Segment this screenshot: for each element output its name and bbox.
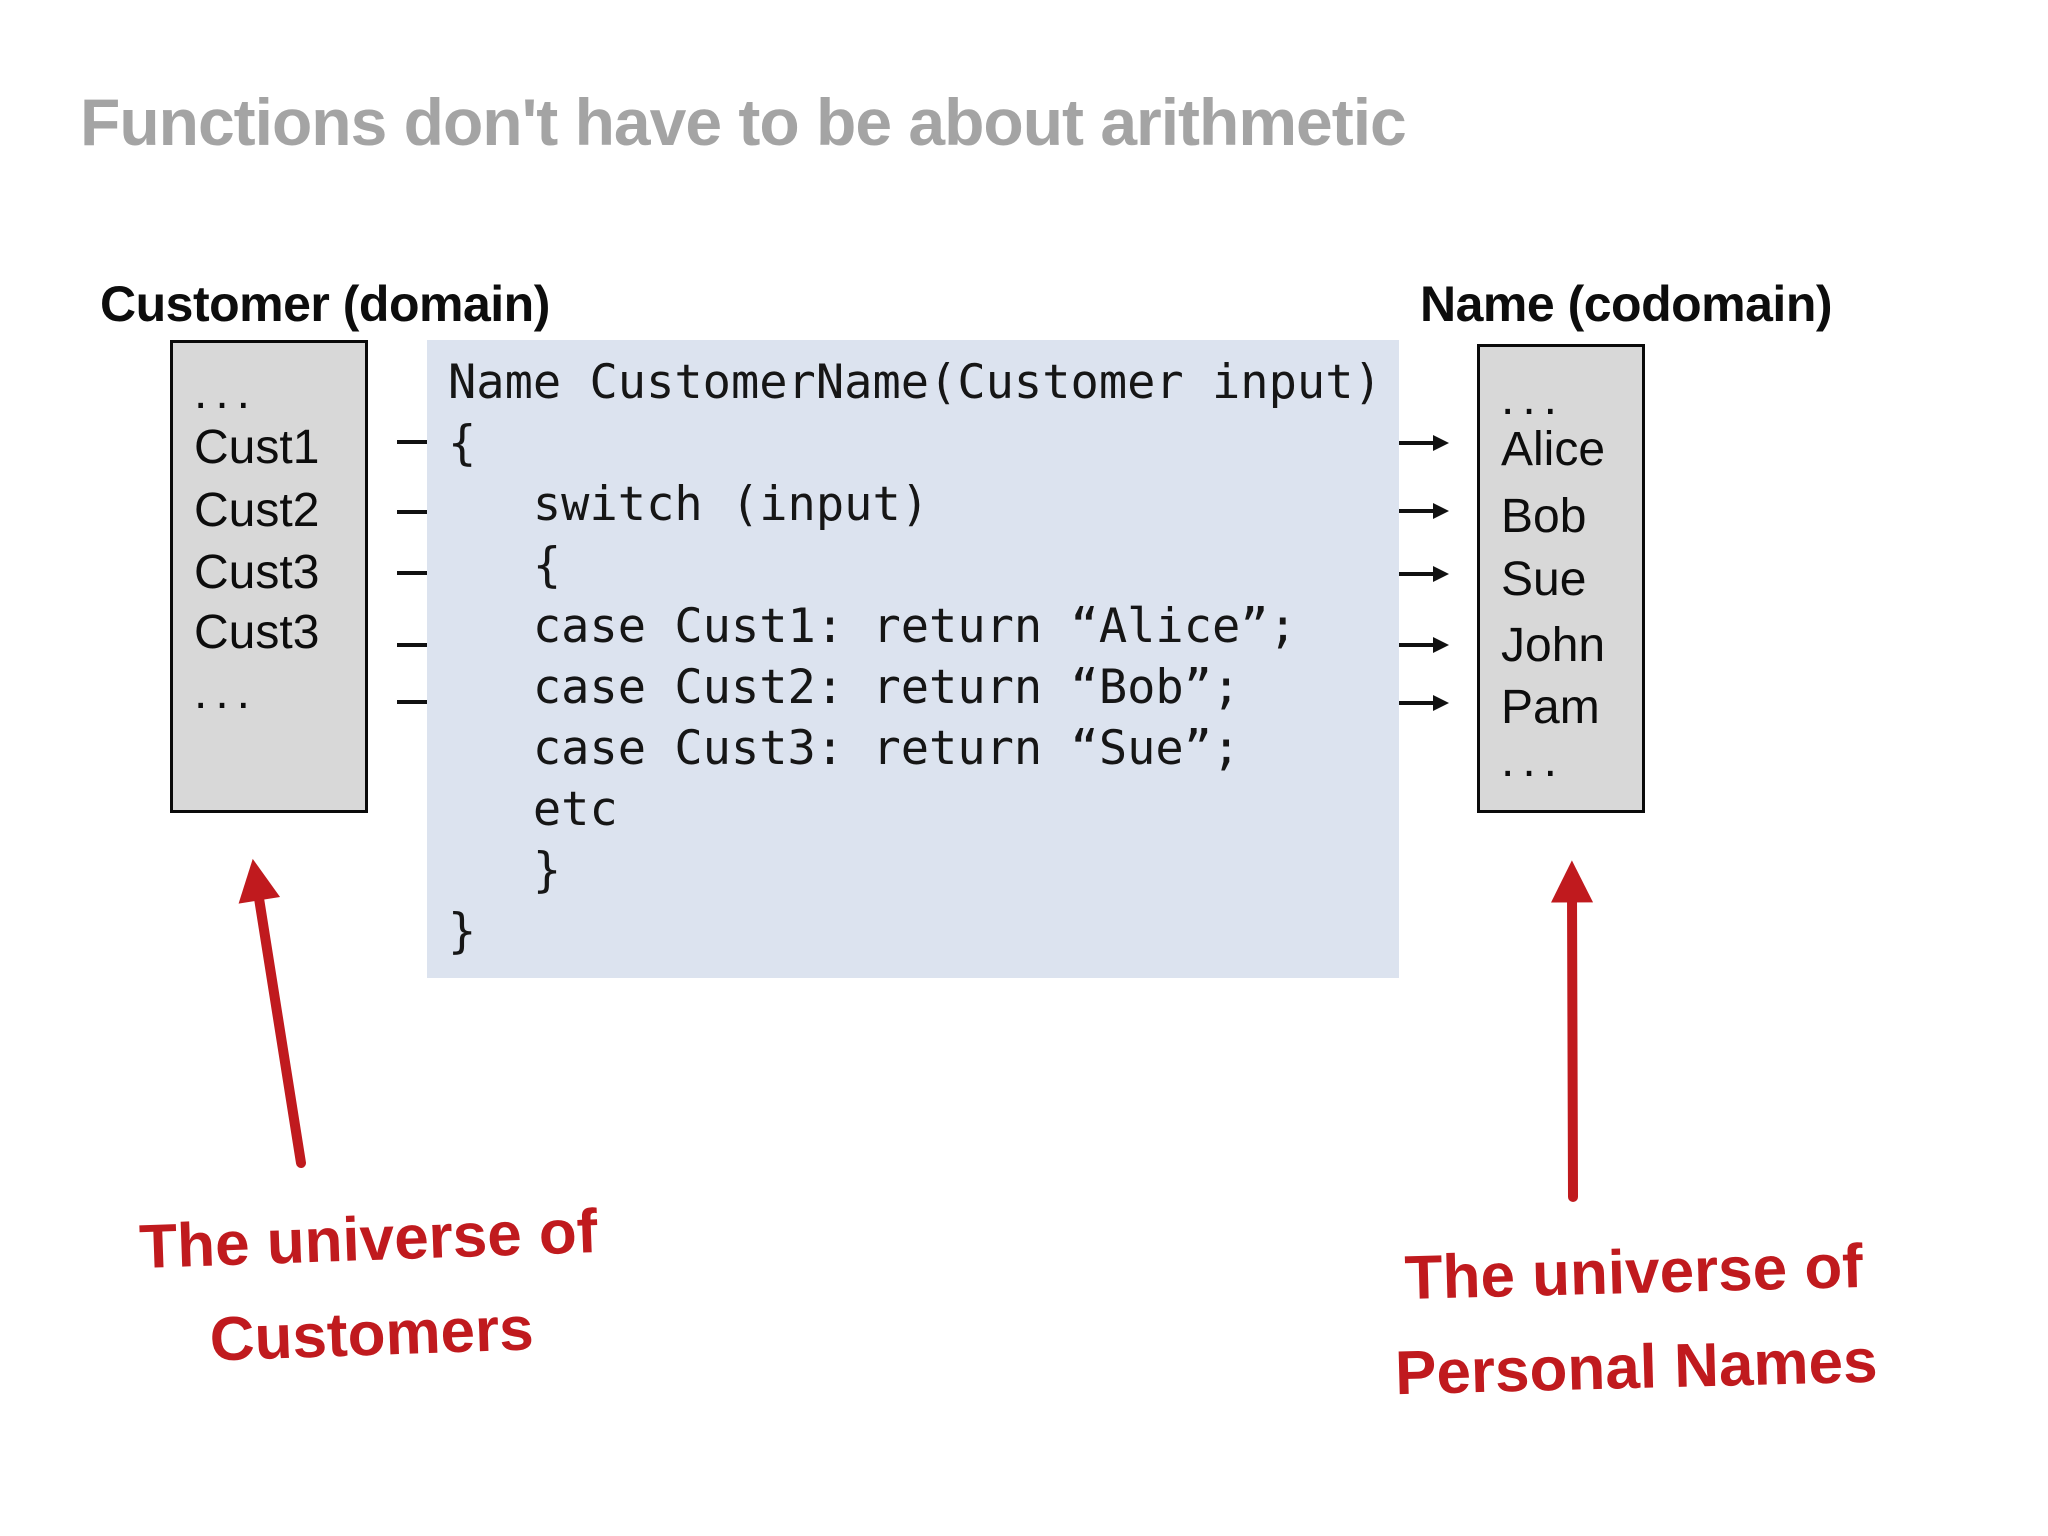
- codomain-item: John: [1501, 619, 1606, 672]
- codomain-item: Bob: [1501, 490, 1587, 543]
- slide-title: Functions don't have to be about arithme…: [80, 85, 1407, 160]
- annotation-universe-of-customers: The universe of Customers: [117, 1183, 623, 1390]
- mapping-dash: [397, 440, 427, 444]
- mapping-arrow-icon: [1399, 503, 1449, 519]
- right-up-arrow-icon: [1551, 860, 1594, 1202]
- domain-item-ellipsis-top: ...: [194, 366, 259, 419]
- codomain-label: Name (codomain): [1420, 276, 1833, 332]
- codomain-item-ellipsis-bottom: ...: [1501, 734, 1566, 787]
- annotation-line: The universe of: [1403, 1232, 1864, 1314]
- domain-item: Cust1: [194, 421, 320, 474]
- domain-item-ellipsis-bottom: ...: [194, 666, 259, 719]
- mapping-dash: [397, 510, 427, 514]
- annotation-line: Personal Names: [1394, 1326, 1879, 1409]
- annotation-line: Customers: [208, 1294, 535, 1375]
- codomain-box: ... Alice Bob Sue John Pam ...: [1477, 344, 1645, 813]
- mapping-arrow-icon: [1399, 566, 1449, 582]
- domain-item: Cust3: [194, 546, 320, 599]
- codomain-item: Sue: [1501, 553, 1587, 606]
- mapping-dash: [397, 643, 427, 647]
- code-text: Name CustomerName(Customer input) { swit…: [448, 355, 1382, 959]
- annotation-line: The universe of: [138, 1197, 599, 1283]
- mapping-dash: [397, 571, 427, 575]
- code-block: Name CustomerName(Customer input) { swit…: [427, 340, 1399, 978]
- mapping-arrow-icon: [1399, 695, 1449, 711]
- domain-label: Customer (domain): [100, 276, 550, 332]
- codomain-item: Alice: [1501, 423, 1606, 476]
- codomain-item-ellipsis-top: ...: [1501, 372, 1566, 425]
- codomain-item: Pam: [1501, 681, 1600, 734]
- mapping-arrow-icon: [1399, 435, 1449, 451]
- annotation-universe-of-personal-names: The universe of Personal Names: [1383, 1218, 1888, 1421]
- mapping-dash: [397, 700, 427, 704]
- domain-item: Cust3: [194, 606, 320, 659]
- left-up-arrow-icon: [238, 858, 306, 1168]
- domain-item: Cust2: [194, 484, 320, 537]
- domain-box: ... Cust1 Cust2 Cust3 Cust3 ...: [170, 340, 368, 813]
- mapping-arrow-icon: [1399, 637, 1449, 653]
